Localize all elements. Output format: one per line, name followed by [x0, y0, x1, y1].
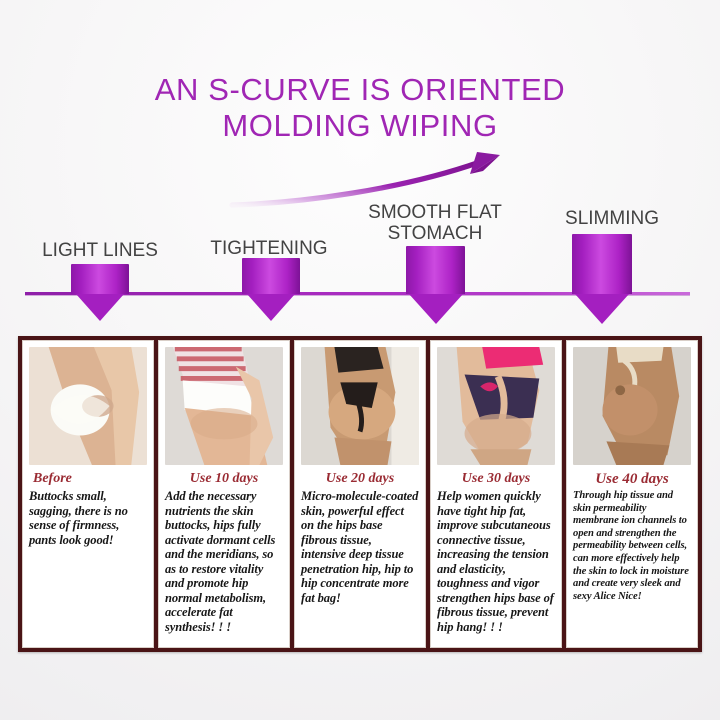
result-heading: Before — [33, 471, 72, 486]
result-heading: Use 10 days — [189, 471, 259, 486]
result-body: Help women quickly have tight hip fat, i… — [437, 489, 554, 634]
result-heading: Use 30 days — [461, 471, 531, 486]
marker-label-light-lines: LIGHT LINES — [42, 240, 158, 261]
marker-label-tightening: TIGHTENING — [210, 238, 328, 259]
result-panel[interactable]: Use 10 days Add the necessary nutrients … — [158, 340, 290, 648]
marker-bar — [406, 246, 465, 294]
marker-light-lines[interactable] — [71, 264, 129, 321]
result-photo — [165, 347, 283, 465]
result-photo — [301, 347, 419, 465]
result-panel[interactable]: Use 30 days Help women quickly have tigh… — [430, 340, 562, 648]
result-heading: Use 20 days — [325, 471, 395, 486]
marker-pointer-icon — [408, 294, 463, 324]
title-line-2: MOLDING WIPING — [222, 108, 498, 143]
marker-bar — [572, 234, 632, 294]
results-strip: Before Buttocks small, sagging, there is… — [18, 336, 702, 652]
rising-curve-arrow-icon — [229, 152, 500, 208]
marker-bar — [71, 264, 129, 294]
result-body: Through hip tissue and skin permeability… — [573, 490, 689, 602]
page-title: AN S-CURVE IS ORIENTED MOLDING WIPING — [0, 72, 720, 144]
result-heading: Use 40 days — [595, 471, 669, 487]
result-body: Micro-molecule-coated skin, powerful eff… — [301, 489, 419, 605]
timeline-baseline — [25, 292, 690, 295]
result-photo — [437, 347, 555, 465]
result-panel[interactable]: Use 20 days Micro-molecule-coated skin, … — [294, 340, 426, 648]
marker-bar — [242, 258, 300, 294]
marker-label-slimming: SLIMMING — [565, 208, 659, 229]
result-photo — [573, 347, 691, 465]
result-body: Add the necessary nutrients the skin but… — [165, 489, 276, 634]
marker-label-smooth-flat-stomach: SMOOTH FLAT STOMACH — [368, 202, 502, 244]
marker-pointer-icon — [247, 294, 295, 321]
title-line-1: AN S-CURVE IS ORIENTED — [154, 72, 566, 107]
result-photo — [29, 347, 147, 465]
marker-tightening[interactable] — [242, 258, 300, 321]
marker-pointer-icon — [575, 294, 629, 324]
marker-smooth-flat-stomach[interactable] — [406, 246, 465, 324]
result-body: Buttocks small, sagging, there is no sen… — [29, 489, 128, 547]
result-panel[interactable]: Before Buttocks small, sagging, there is… — [22, 340, 154, 648]
marker-pointer-icon — [76, 294, 124, 321]
result-panel[interactable]: Use 40 days Through hip tissue and skin … — [566, 340, 698, 648]
marker-slimming[interactable] — [572, 234, 632, 324]
